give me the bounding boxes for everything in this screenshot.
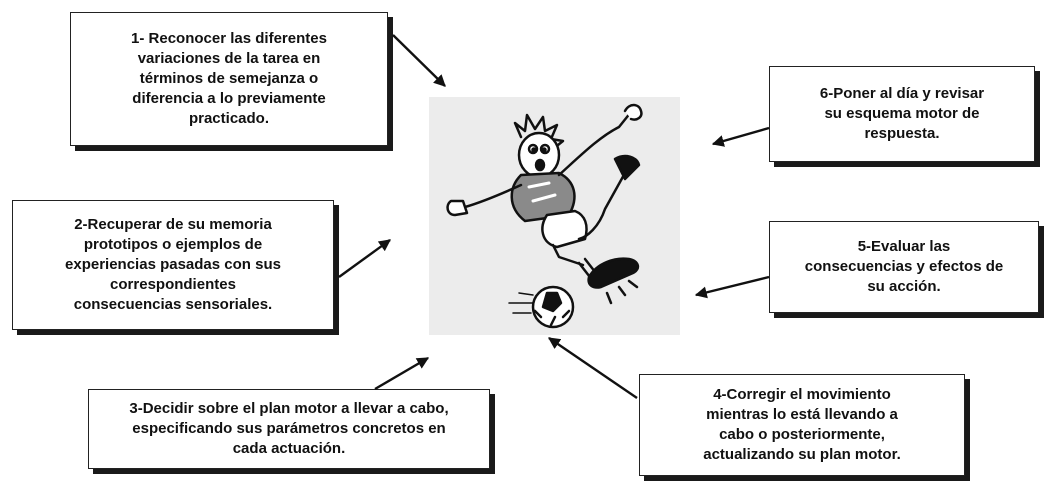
- step-4-box: 4-Corregir el movimiento mientras lo est…: [639, 374, 965, 476]
- player-extended-arm: [463, 183, 523, 209]
- step-2-box: 2-Recuperar de su memoria prototipos o e…: [12, 200, 334, 330]
- soccer-player-drawing: [446, 103, 643, 329]
- step-1-text: 1- Reconocer las diferentes variaciones …: [131, 30, 327, 127]
- player-boot: [587, 257, 640, 289]
- player-raised-arm: [557, 105, 637, 177]
- soccer-player-illustration: [429, 97, 680, 335]
- arrow-from-step-5: [694, 275, 770, 299]
- arrow-from-step-4: [548, 337, 638, 399]
- player-shorts: [541, 209, 588, 249]
- step-6-text: 6-Poner al día y revisar su esquema moto…: [819, 85, 985, 142]
- step-6-box: 6-Poner al día y revisar su esquema moto…: [769, 66, 1035, 162]
- player-hair: [513, 113, 565, 151]
- step-1-box: 1- Reconocer las diferentes variaciones …: [70, 12, 388, 146]
- step-3-text: 3-Decidir sobre el plan motor a llevar a…: [129, 400, 449, 457]
- step-2-text: 2-Recuperar de su memoria prototipos o e…: [65, 216, 281, 313]
- step-5-text: 5-Evaluar las consecuencias y efectos de…: [804, 238, 1004, 295]
- arrow-from-step-6: [711, 126, 770, 147]
- player-leg-front: [577, 171, 627, 241]
- arrow-from-step-2: [338, 239, 391, 278]
- arrow-from-step-1: [392, 34, 446, 87]
- arrow-from-step-3: [374, 356, 430, 391]
- step-5-box: 5-Evaluar las consecuencias y efectos de…: [769, 221, 1039, 313]
- step-4-text: 4-Corregir el movimiento mientras lo est…: [703, 386, 901, 463]
- player-leg-back: [551, 243, 585, 267]
- step-3-box: 3-Decidir sobre el plan motor a llevar a…: [88, 389, 490, 469]
